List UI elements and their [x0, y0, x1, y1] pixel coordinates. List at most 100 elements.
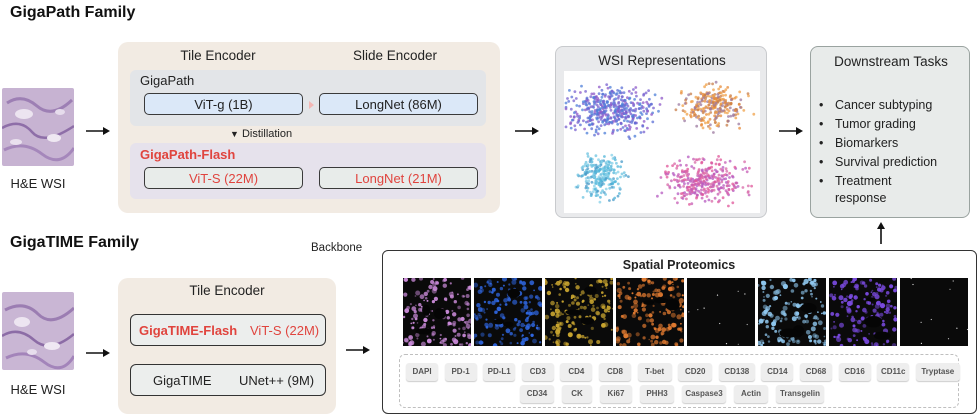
embedding-point [621, 103, 624, 107]
embedding-point [590, 180, 594, 184]
embedding-point [733, 165, 737, 169]
embedding-point [741, 186, 745, 189]
embedding-point [588, 110, 592, 114]
embedding-point [645, 107, 648, 111]
embedding-point [594, 166, 597, 170]
embedding-point [585, 131, 589, 135]
arrow-up-icon [877, 222, 885, 244]
embedding-point [703, 99, 707, 103]
embedding-point [738, 126, 741, 130]
embedding-point [592, 175, 596, 179]
embedding-point [584, 90, 587, 93]
embedding-point [608, 106, 612, 109]
embedding-point [700, 161, 703, 165]
embedding-point [615, 92, 619, 95]
embedding-point [596, 108, 600, 112]
embedding-point [634, 107, 638, 111]
embedding-point [700, 188, 703, 192]
embedding-point [584, 173, 588, 176]
tile-encoder-header: Tile Encoder [189, 283, 265, 298]
embedding-point [624, 117, 628, 120]
embedding-point [718, 98, 722, 102]
embedding-point [719, 85, 722, 89]
embedding-point [601, 92, 604, 96]
embedding-point [627, 175, 630, 178]
embedding-point [732, 114, 735, 118]
embedding-point [620, 172, 624, 176]
embedding-point [696, 108, 700, 112]
marker-tag: CD8 [599, 363, 631, 381]
embedding-point [747, 94, 750, 98]
marker-tag: PD-L1 [483, 363, 516, 381]
embedding-point [685, 197, 688, 201]
embedding-point [671, 172, 675, 175]
embedding-point [734, 113, 737, 117]
embedding-point [607, 160, 611, 164]
embedding-point [675, 166, 679, 170]
embedding-point [712, 103, 716, 107]
embedding-point [712, 172, 716, 176]
embedding-point [579, 123, 582, 127]
embedding-point [597, 127, 601, 131]
embedding-point [612, 105, 616, 108]
embedding-point [574, 128, 577, 132]
embedding-point [605, 83, 609, 86]
marker-tag: CD20 [678, 363, 713, 381]
embedding-point [609, 169, 612, 172]
embedding-point [660, 96, 664, 100]
embedding-point [610, 89, 614, 93]
embedding-point [725, 123, 729, 127]
embedding-point [697, 189, 700, 193]
embedding-point [590, 92, 594, 96]
embedding-point [713, 114, 716, 118]
embedding-point [620, 160, 624, 163]
embedding-point [631, 119, 634, 122]
embedding-point [683, 194, 687, 197]
embedding-point [696, 97, 700, 101]
embedding-point [588, 170, 592, 173]
embedding-scatter-plot [564, 71, 760, 213]
embedding-point [707, 182, 710, 185]
embedding-point [617, 117, 621, 121]
embedding-point [586, 106, 590, 110]
embedding-point [702, 180, 706, 183]
embedding-point [582, 119, 585, 123]
embedding-point [594, 194, 598, 197]
embedding-point [686, 155, 690, 159]
embedding-point [595, 99, 599, 102]
embedding-point [606, 86, 610, 90]
embedding-point [701, 92, 705, 96]
embedding-point [690, 108, 694, 111]
embedding-point [702, 116, 706, 119]
task-item: Survival prediction [811, 154, 971, 171]
embedding-point [616, 165, 620, 168]
embedding-point [732, 184, 736, 188]
embedding-point [646, 109, 650, 113]
arrow-right-icon [346, 346, 370, 354]
embedding-point [714, 101, 718, 105]
embedding-point [581, 165, 585, 168]
embedding-point [599, 191, 603, 195]
embedding-point [707, 112, 711, 116]
embedding-point [700, 123, 703, 127]
embedding-point [618, 192, 621, 195]
embedding-point [604, 193, 607, 196]
downstream-tasks-panel: Downstream Tasks Cancer subtyping Tumor … [810, 46, 970, 218]
marker-tag: CK [562, 385, 592, 403]
embedding-point [628, 128, 632, 131]
embedding-point [575, 112, 579, 116]
embedding-point [591, 190, 595, 194]
embedding-point [594, 163, 598, 167]
embedding-point [731, 175, 735, 179]
embedding-point [581, 174, 584, 177]
embedding-point [698, 174, 702, 178]
embedding-point [739, 105, 742, 109]
embedding-point [606, 113, 610, 117]
embedding-point [564, 125, 568, 129]
marker-tag: CD3 [521, 363, 554, 381]
embedding-point [700, 184, 704, 188]
embedding-point [687, 172, 690, 176]
embedding-point [708, 117, 712, 121]
embedding-point [598, 167, 602, 171]
embedding-point [706, 121, 710, 124]
